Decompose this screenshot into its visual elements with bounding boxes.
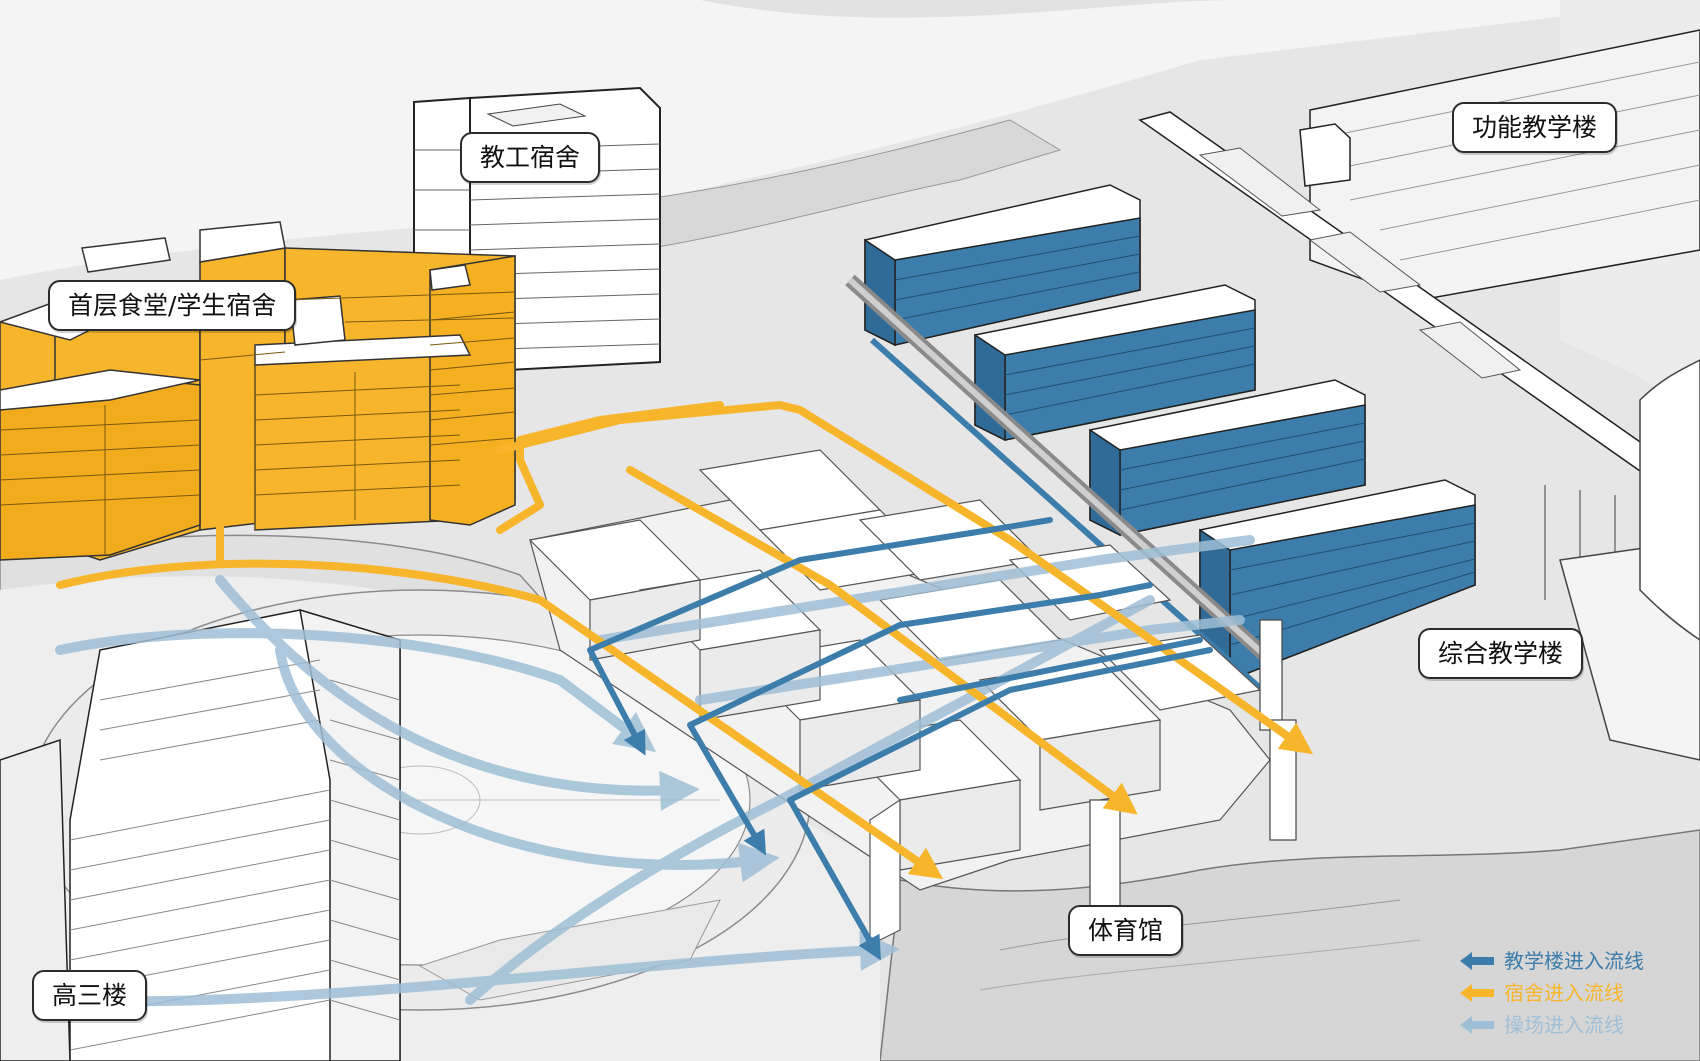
functional-teaching-building [1138, 29, 1700, 761]
teaching-flow-lines [587, 517, 1213, 961]
gymnasium-complex [528, 449, 1297, 946]
student-dorm-cluster [0, 221, 516, 561]
senior-three-building-label: 高三楼 [32, 970, 148, 1022]
field-flow-lines [55, 535, 1255, 1007]
flow-legend: 教学楼进入流线 宿舍进入流线 操场进入流线 [1458, 945, 1644, 1041]
canteen-dorm-label: 首层食堂/学生宿舍 [48, 280, 297, 332]
gymnasium-label: 体育馆 [1068, 905, 1184, 957]
comprehensive-teaching-building [845, 184, 1476, 731]
arrow-left-icon [1460, 952, 1494, 970]
comprehensive-building-label: 综合教学楼 [1418, 628, 1584, 680]
dorm-flow-lines [56, 401, 1314, 880]
arrow-left-icon [1460, 1016, 1494, 1034]
legend-row-teaching: 教学楼进入流线 [1458, 945, 1644, 977]
legend-label-teaching: 教学楼进入流线 [1504, 949, 1644, 973]
flow-lines [55, 401, 1314, 1007]
function-building-label: 功能教学楼 [1452, 102, 1618, 154]
legend-label-field: 操场进入流线 [1504, 1013, 1624, 1037]
legend-label-dorm: 宿舍进入流线 [1504, 981, 1624, 1005]
teacher-dorm-label: 教工宿舍 [460, 132, 601, 184]
legend-row-field: 操场进入流线 [1458, 1009, 1644, 1041]
arrow-left-icon [1460, 984, 1494, 1002]
legend-row-dorm: 宿舍进入流线 [1458, 977, 1644, 1009]
